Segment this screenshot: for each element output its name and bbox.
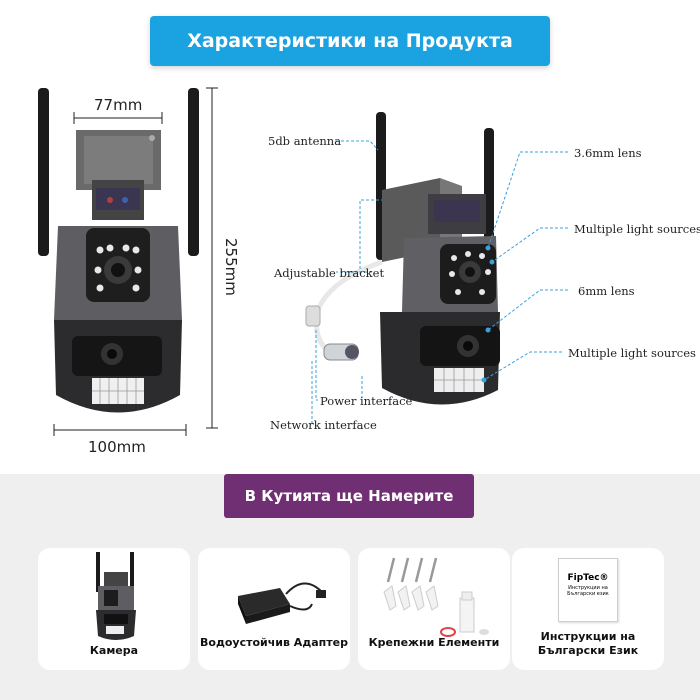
- camera-thumb-icon: [96, 552, 136, 640]
- manual-brand: FipTec®: [567, 573, 609, 583]
- product-specs-banner: Характеристики на Продукта: [150, 16, 550, 66]
- banner-title: Характеристики на Продукта: [187, 30, 513, 52]
- lens-36-callout: 3.6mm lens: [574, 146, 642, 160]
- box-item-manual: FipTec® Инструкции на Български език Инс…: [512, 548, 664, 670]
- box-item-screws: Крепежни Елементи: [358, 548, 510, 670]
- power-callout: Power interface: [320, 394, 413, 408]
- manual-text: Инструкции на Български език: [567, 585, 609, 597]
- box-item-camera: Камера: [38, 548, 190, 670]
- light1-callout: Multiple light sources: [574, 222, 700, 236]
- camera-label: Камера: [89, 644, 139, 657]
- network-callout: Network interface: [270, 418, 377, 432]
- camera-front-illustration: [38, 87, 218, 436]
- antenna-callout: 5db antenna: [268, 134, 342, 148]
- light2-callout: Multiple light sources: [568, 346, 696, 360]
- box-item-adapter: Водоустойчив Адаптер: [198, 548, 350, 670]
- width-bottom-label: 100mm: [88, 438, 146, 456]
- screws-thumb-icon: [383, 557, 489, 637]
- lens-6-callout: 6mm lens: [578, 284, 635, 298]
- box-contents-banner: В Кутията ще Намерите: [224, 474, 474, 518]
- adapter-thumb-icon: [238, 582, 326, 624]
- screws-label: Крепежни Елементи: [368, 636, 500, 649]
- camera-side-illustration: [305, 112, 568, 424]
- manual-thumb-icon: FipTec® Инструкции на Български език: [558, 558, 618, 622]
- manual-label: Инструкции на Български Език: [537, 630, 639, 657]
- box-title: В Кутията ще Намерите: [244, 487, 454, 505]
- width-top-label: 77mm: [94, 96, 143, 114]
- adapter-label: Водоустойчив Адаптер: [200, 636, 348, 649]
- bracket-callout: Adjustable bracket: [274, 266, 385, 280]
